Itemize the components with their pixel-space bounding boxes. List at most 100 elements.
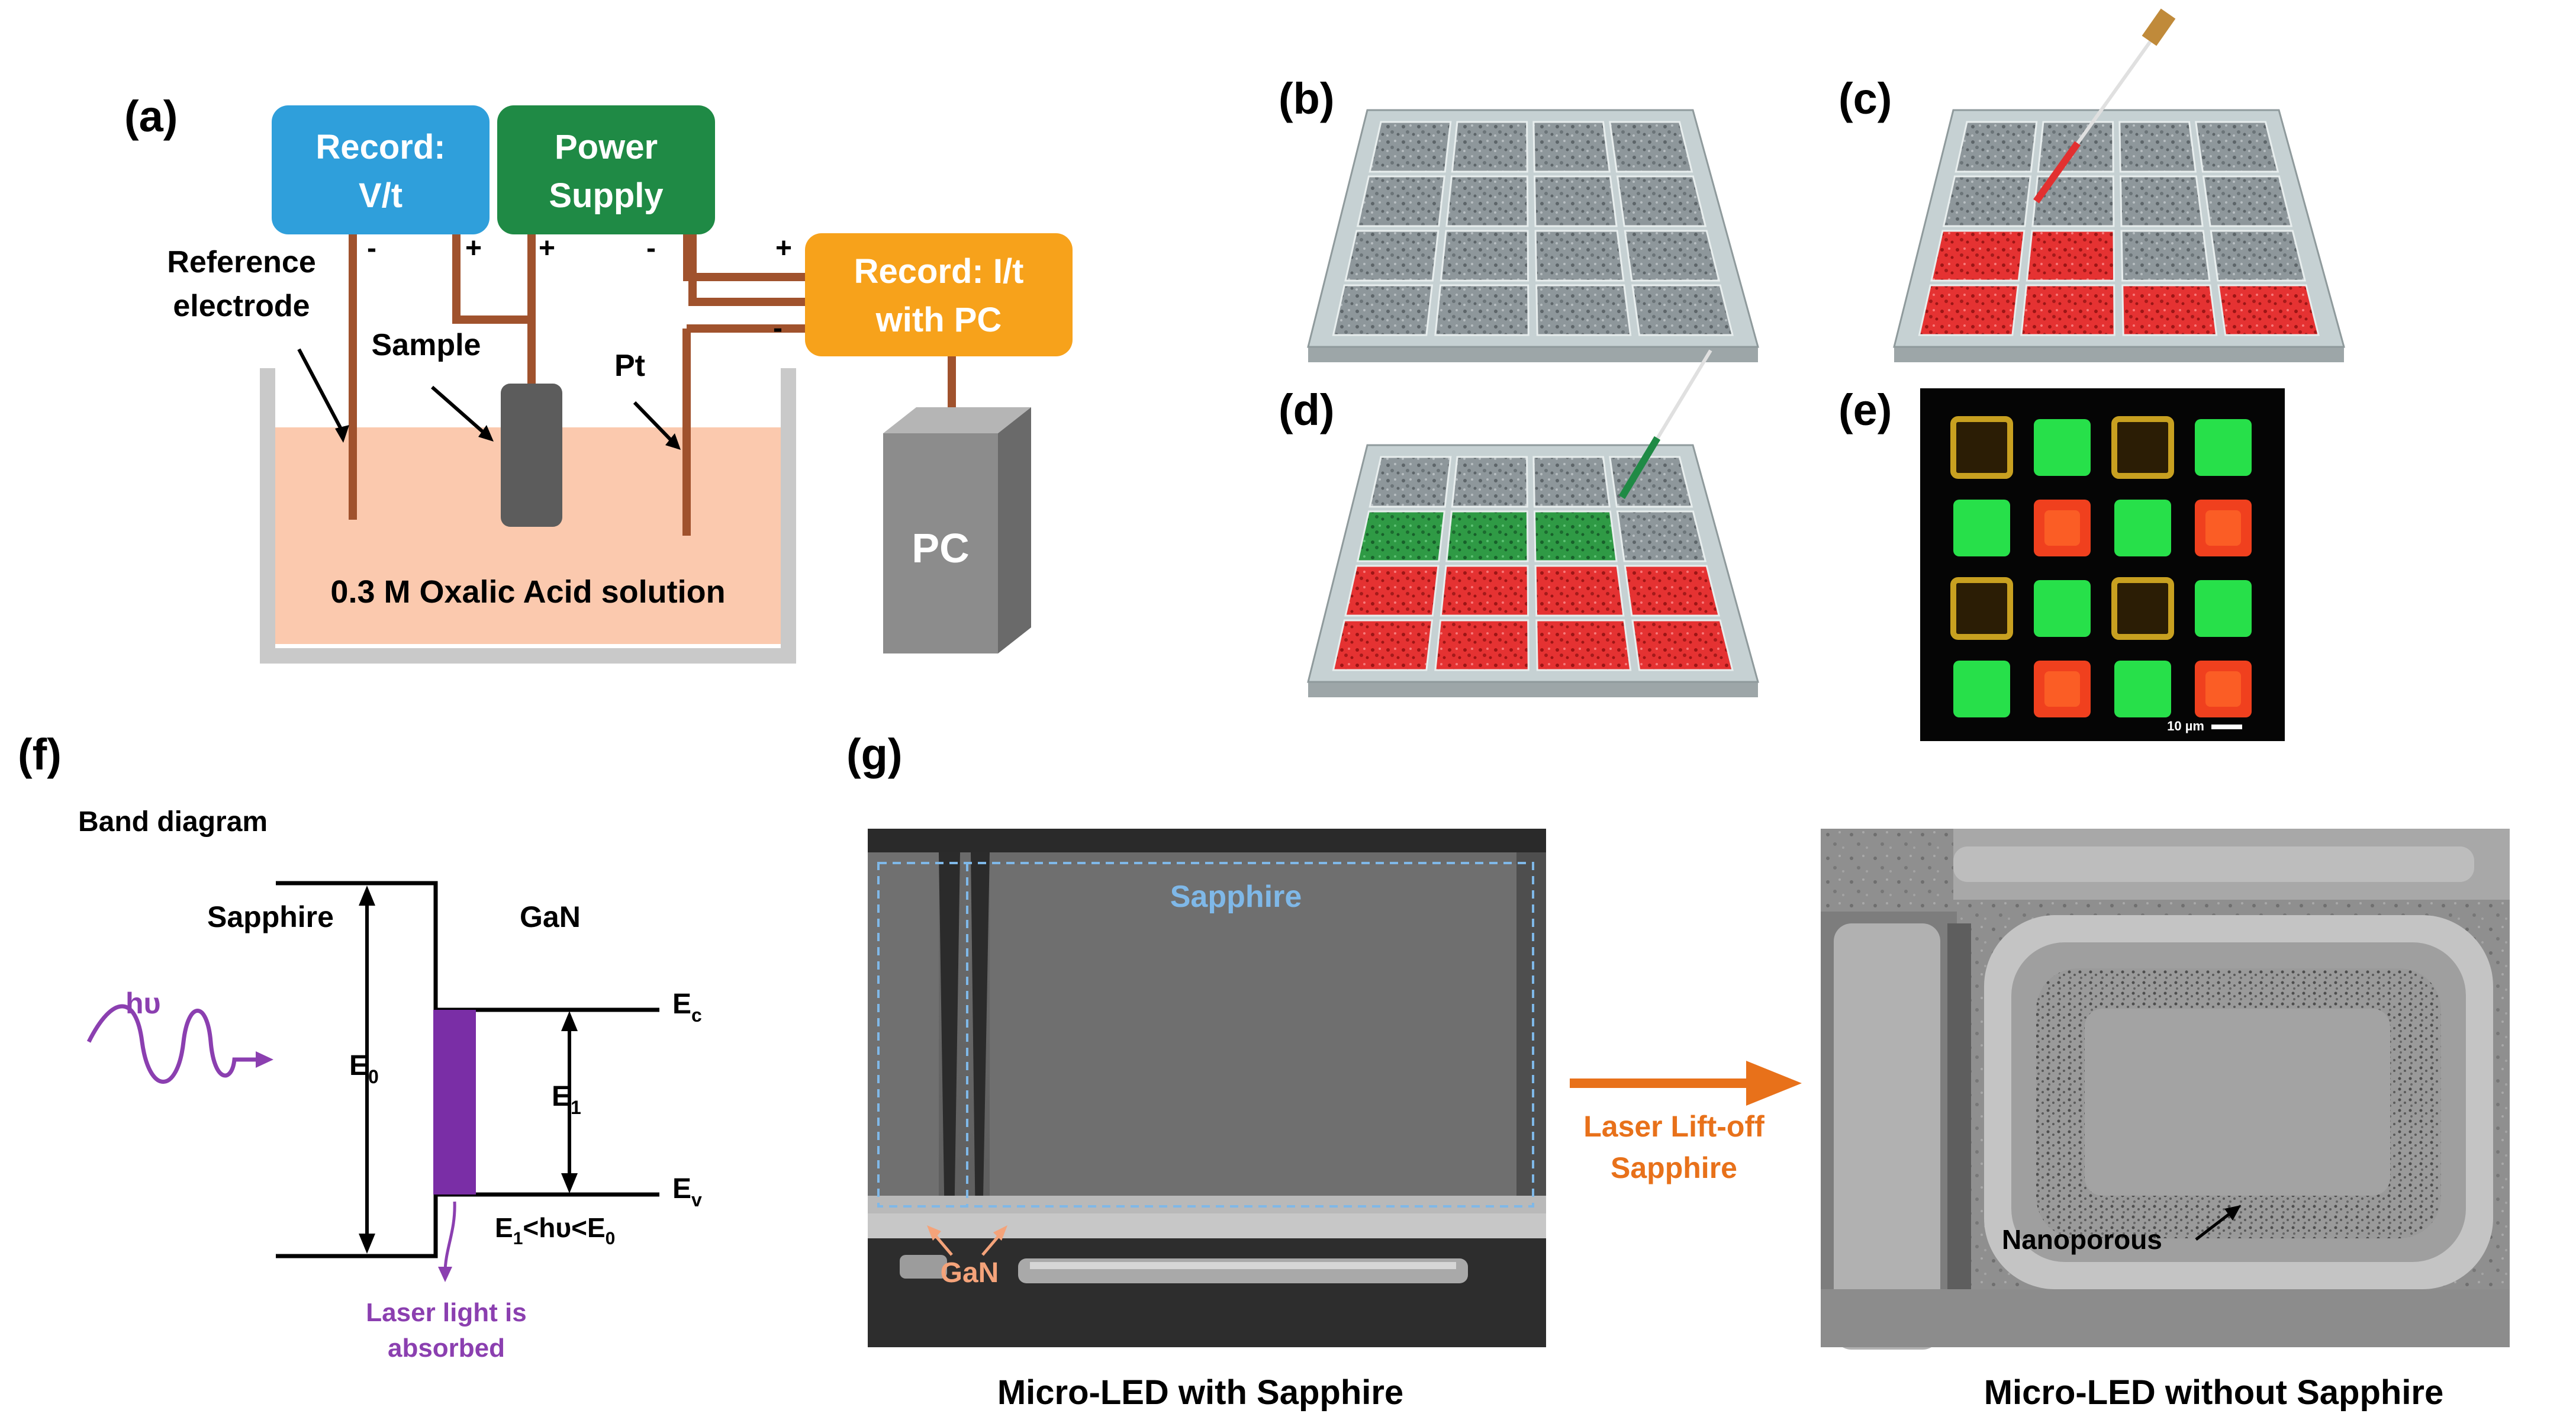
chip-cell <box>1616 175 1707 227</box>
nanoporous-pointer <box>2195 1211 2233 1241</box>
chip-cell <box>1368 121 1452 173</box>
caption-left: Micro-LED with Sapphire <box>997 1373 1403 1412</box>
chip-cell <box>1942 175 2031 227</box>
absorption-region <box>433 1010 476 1195</box>
emitter-green <box>2114 500 2171 556</box>
beaker <box>260 368 796 664</box>
chip-cell <box>1535 284 1632 336</box>
chip-cell <box>2202 175 2293 227</box>
ec-label: Ec <box>672 989 702 1026</box>
emitter-red-core <box>2205 510 2241 546</box>
power-supply-line2: Supply <box>549 176 663 215</box>
chip-cell <box>1451 456 1528 508</box>
chip-cell <box>1356 510 1445 562</box>
absorbed-line2: absorbed <box>388 1334 505 1363</box>
emitter-green <box>2114 661 2171 717</box>
chip-cell <box>1534 230 1625 282</box>
chip-cell <box>2121 284 2218 336</box>
chip-cell <box>1535 619 1632 671</box>
emitter-green <box>2034 419 2091 476</box>
chip-cell <box>2031 175 2115 227</box>
chip-cell <box>1532 121 1611 173</box>
chip-cell <box>1631 284 1734 336</box>
gan-label: GaN <box>520 900 581 933</box>
chip-cell <box>1624 230 1721 282</box>
emitter-yellow <box>1950 577 2013 640</box>
record-vt-box <box>272 105 490 234</box>
chip-cell <box>1445 510 1529 562</box>
emitter-yellow <box>1950 416 2013 479</box>
lift-off-arrowhead <box>1746 1061 1802 1106</box>
sapphire-label: Sapphire <box>207 900 334 933</box>
probe-holder <box>2142 8 2176 46</box>
nanoporous-arrowhead <box>2224 1205 2241 1221</box>
pointer-arrows <box>297 348 681 450</box>
chip-edge <box>1308 347 1758 362</box>
chip-cell <box>2210 230 2307 282</box>
emitter-red-core <box>2044 671 2080 707</box>
chip-cell <box>1533 175 1618 227</box>
e0-label: E0 <box>349 1050 379 1087</box>
panel-e: (e) 10 µm <box>1838 385 2285 741</box>
chip-cell <box>1434 284 1530 336</box>
chip-cell <box>1434 619 1530 671</box>
band-diagram-title: Band diagram <box>78 806 268 838</box>
chip-cell <box>1631 619 1734 671</box>
ev-label: Ev <box>672 1173 702 1210</box>
fluorescence-grid <box>1950 416 2252 717</box>
pc-label: PC <box>912 525 969 571</box>
emitter-yellow <box>2111 577 2174 640</box>
chip-cell <box>2217 284 2320 336</box>
chip-cell <box>2120 230 2211 282</box>
emitter-green <box>2195 419 2252 476</box>
e1-arrow <box>561 1011 578 1193</box>
emitter-red-core <box>2044 510 2080 546</box>
chip-cell <box>1344 565 1440 617</box>
chip-cell <box>1609 121 1693 173</box>
panel-label-f: (f) <box>18 730 62 779</box>
chip-edge <box>1308 682 1758 697</box>
sapphire-sem-label: Sapphire <box>1170 880 1302 914</box>
probe-red-tip <box>2033 141 2081 204</box>
chip-b <box>1307 109 1759 362</box>
pc-top <box>883 407 1031 433</box>
e0-arrow <box>359 886 375 1254</box>
sample-label: Sample <box>372 328 481 362</box>
emitter-green <box>2195 580 2252 637</box>
chip-cell <box>1532 456 1611 508</box>
sign-it-minus: - <box>773 313 783 344</box>
chip-cell <box>1344 230 1440 282</box>
power-supply-line1: Power <box>555 128 658 166</box>
emitter-red-core <box>2205 671 2241 707</box>
reference-electrode-line1: Reference <box>167 245 315 279</box>
chip-cell <box>1918 284 2020 336</box>
probe-green-tip <box>1618 436 1661 500</box>
chip-cell <box>1616 510 1707 562</box>
band-lines <box>276 881 659 1258</box>
chip-edge <box>1894 347 2344 362</box>
chip-cell <box>2195 121 2279 173</box>
scale-bar <box>2211 725 2242 729</box>
panel-c: (c) <box>1838 8 2345 362</box>
caption-right: Micro-LED without Sapphire <box>1984 1373 2444 1412</box>
panel-d: (d) <box>1279 349 1759 697</box>
solution-label: 0.3 M Oxalic Acid solution <box>330 574 725 610</box>
chip-d <box>1307 444 1759 697</box>
chip-cell <box>1534 565 1625 617</box>
panel-label-d: (d) <box>1279 385 1335 434</box>
pc-side <box>998 407 1031 653</box>
chip-cell <box>1451 121 1528 173</box>
emitter-yellow <box>2111 416 2174 479</box>
panel-g: (g) Sapphire GaN Micro-LED w <box>846 730 2510 1412</box>
sem-with-sapphire <box>868 829 1546 1347</box>
panel-b: (b) <box>1279 74 1759 362</box>
sign-ps-plus: + <box>539 233 555 264</box>
wiring <box>349 234 956 536</box>
chip-cell <box>2119 175 2204 227</box>
chip-cell <box>1930 230 2026 282</box>
lift-off-line2: Sapphire <box>1611 1151 1737 1184</box>
chip-cell <box>1445 175 1529 227</box>
photon-wave <box>86 1004 260 1084</box>
panel-label-c: (c) <box>1838 74 1892 123</box>
